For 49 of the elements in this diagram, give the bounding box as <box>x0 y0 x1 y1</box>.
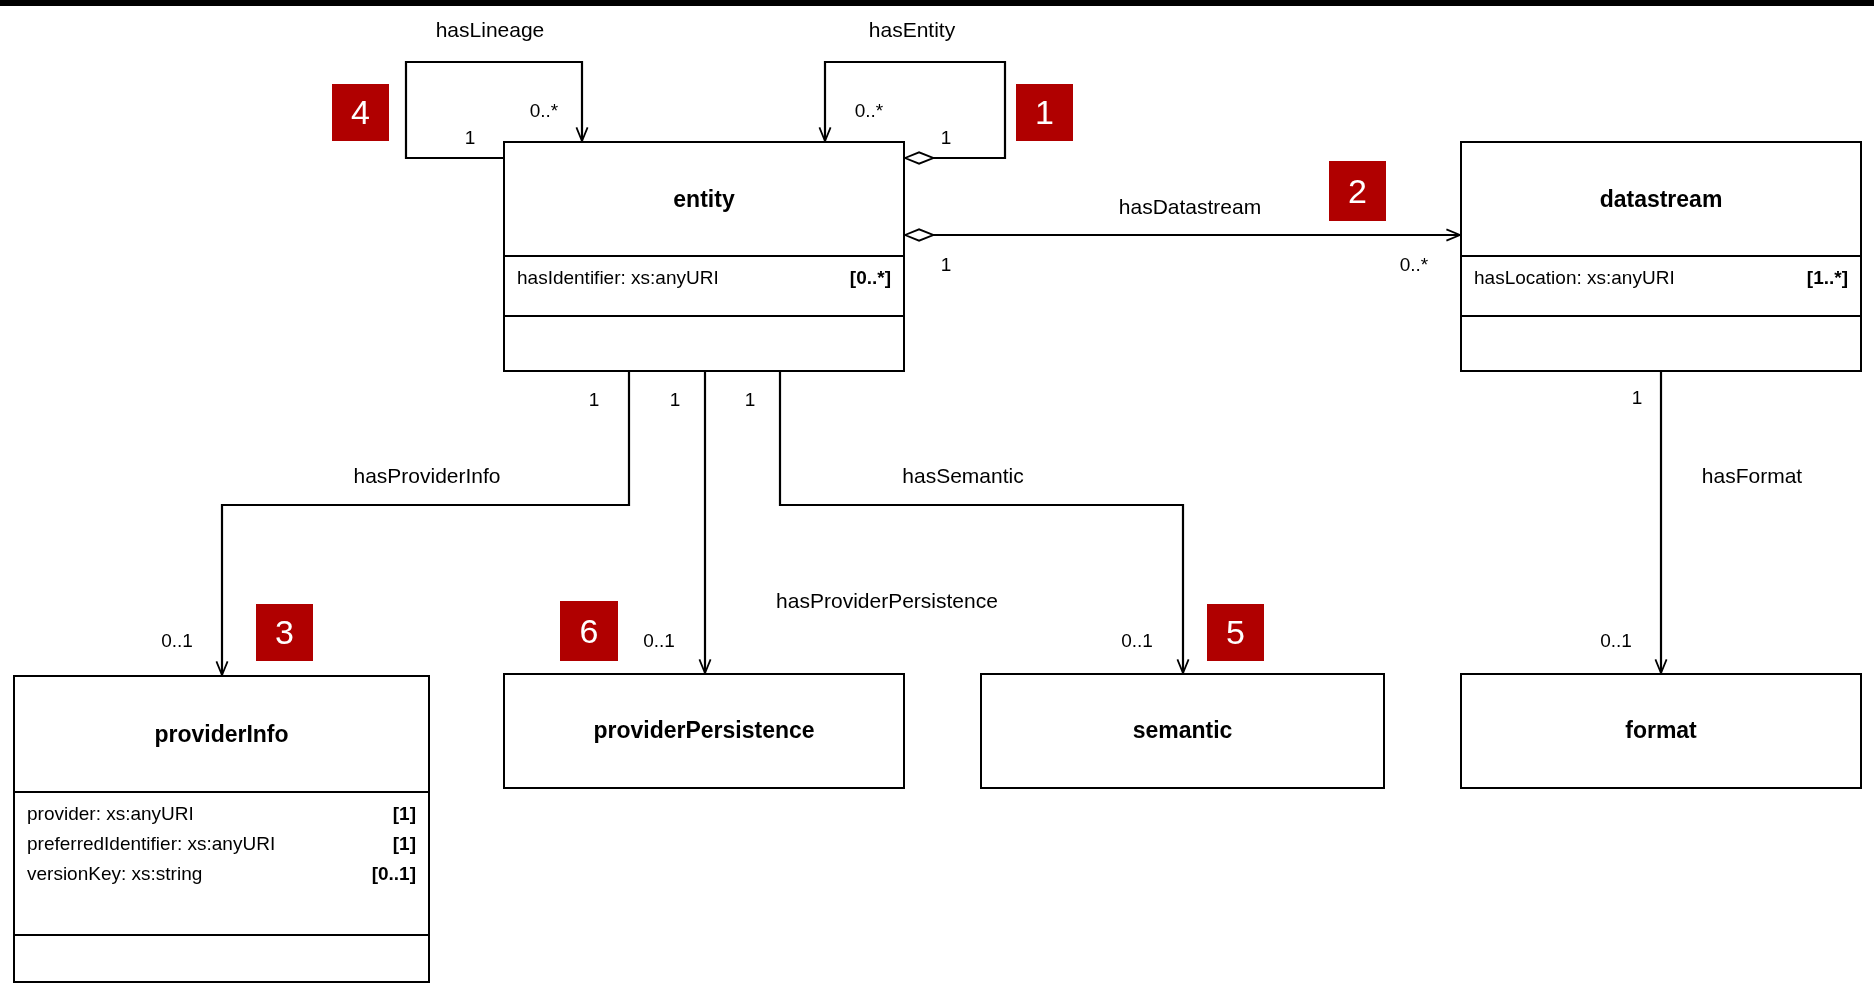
multiplicity-label: 0..* <box>854 100 884 122</box>
attribute-text: provider: xs:anyURI <box>27 802 194 826</box>
attribute-text: hasIdentifier: xs:anyURI <box>517 266 719 290</box>
class-name: entity <box>673 185 735 213</box>
number-badge: 6 <box>560 601 618 661</box>
class-box <box>13 675 430 983</box>
class-box <box>1460 673 1862 789</box>
association-arrow <box>818 60 1007 165</box>
multiplicity-label: 1 <box>744 389 756 411</box>
association-arrow <box>1654 372 1668 674</box>
number-badge: 1 <box>1016 84 1073 141</box>
multiplicity-text: [1] <box>392 832 416 856</box>
number-badge: 3 <box>256 604 313 661</box>
association-arrow <box>404 60 589 160</box>
class-name: providerInfo <box>154 720 289 748</box>
multiplicity-label: 1 <box>464 127 476 149</box>
multiplicity-label: 1 <box>940 127 952 149</box>
class-box <box>503 673 905 789</box>
multiplicity-text: [1..*] <box>1806 266 1848 290</box>
multiplicity-label: 0..1 <box>1121 630 1153 652</box>
class-name: providerPersistence <box>593 717 815 744</box>
class-box <box>980 673 1385 789</box>
multiplicity-label: 0..* <box>1399 254 1429 276</box>
multiplicity-text: [0..*] <box>849 266 891 290</box>
attribute-text: hasLocation: xs:anyURI <box>1474 266 1675 290</box>
association-arrow <box>215 372 631 676</box>
class-name: semantic <box>1132 717 1233 744</box>
multiplicity-label: 0..1 <box>161 630 193 652</box>
attribute-text: preferredIdentifier: xs:anyURI <box>27 832 276 856</box>
multiplicity-label: 0..1 <box>643 630 675 652</box>
number-badge: 2 <box>1329 161 1386 221</box>
number-badge: 5 <box>1207 604 1264 661</box>
multiplicity-label: 1 <box>1631 387 1643 409</box>
association-arrow <box>904 228 1461 242</box>
class-name: format <box>1625 717 1697 744</box>
class-box <box>503 141 905 372</box>
association-arrow <box>698 372 712 674</box>
class-box <box>1460 141 1862 372</box>
multiplicity-text: [0..1] <box>371 862 416 886</box>
class-name: datastream <box>1599 185 1723 213</box>
multiplicity-label: 1 <box>940 254 952 276</box>
multiplicity-label: 0..* <box>529 100 559 122</box>
attribute-text: versionKey: xs:string <box>27 862 203 886</box>
association-arrow <box>778 372 1190 674</box>
multiplicity-label: 0..1 <box>1600 630 1632 652</box>
multiplicity-text: [1] <box>392 802 416 826</box>
multiplicity-label: 1 <box>669 389 681 411</box>
number-badge: 4 <box>332 84 389 141</box>
multiplicity-label: 1 <box>588 389 600 411</box>
